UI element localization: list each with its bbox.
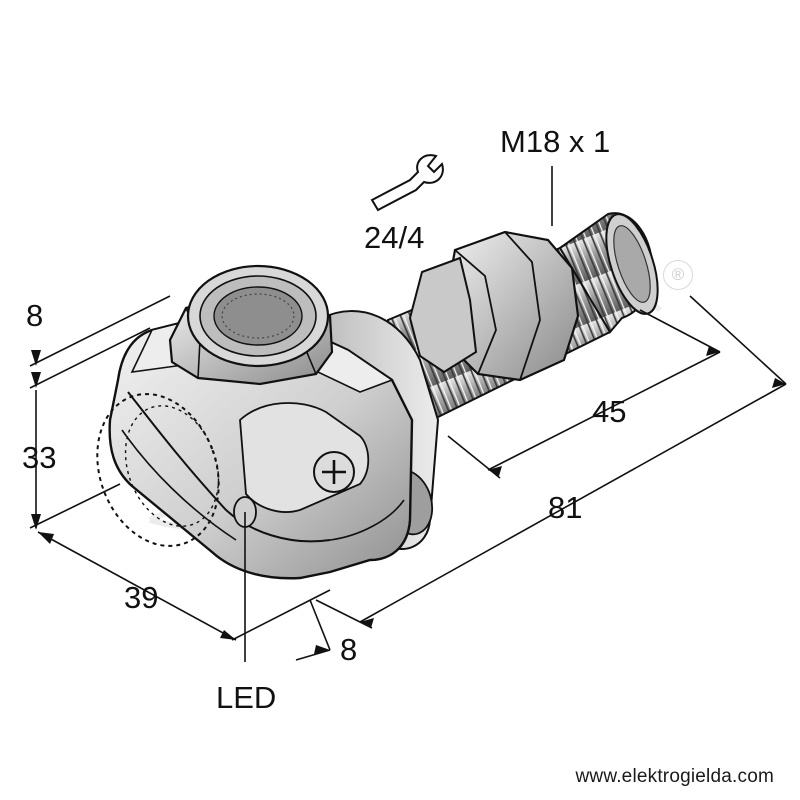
footer-url[interactable]: www.elektrogielda.com bbox=[575, 766, 774, 787]
led-label: LED bbox=[216, 680, 276, 715]
wrench-icon bbox=[370, 154, 444, 212]
threaded-port bbox=[168, 264, 334, 386]
dimension-arrows bbox=[31, 346, 786, 654]
dimension-lines bbox=[29, 166, 787, 662]
bottom-offset-label: 8 bbox=[340, 632, 357, 667]
overall-length-label: 81 bbox=[548, 490, 582, 525]
thread-length-label: 45 bbox=[592, 394, 626, 429]
wrench-size-label: 24/4 bbox=[364, 220, 424, 255]
hex-nut bbox=[408, 230, 580, 382]
top-width-label: 8 bbox=[26, 298, 43, 333]
height-label: 33 bbox=[22, 440, 56, 475]
screw-icon bbox=[313, 451, 355, 493]
sensor-housing bbox=[96, 316, 414, 580]
thread-size-label: M18 x 1 bbox=[500, 124, 610, 159]
depth-label: 39 bbox=[124, 580, 158, 615]
registered-mark-icon: ® bbox=[663, 260, 693, 290]
